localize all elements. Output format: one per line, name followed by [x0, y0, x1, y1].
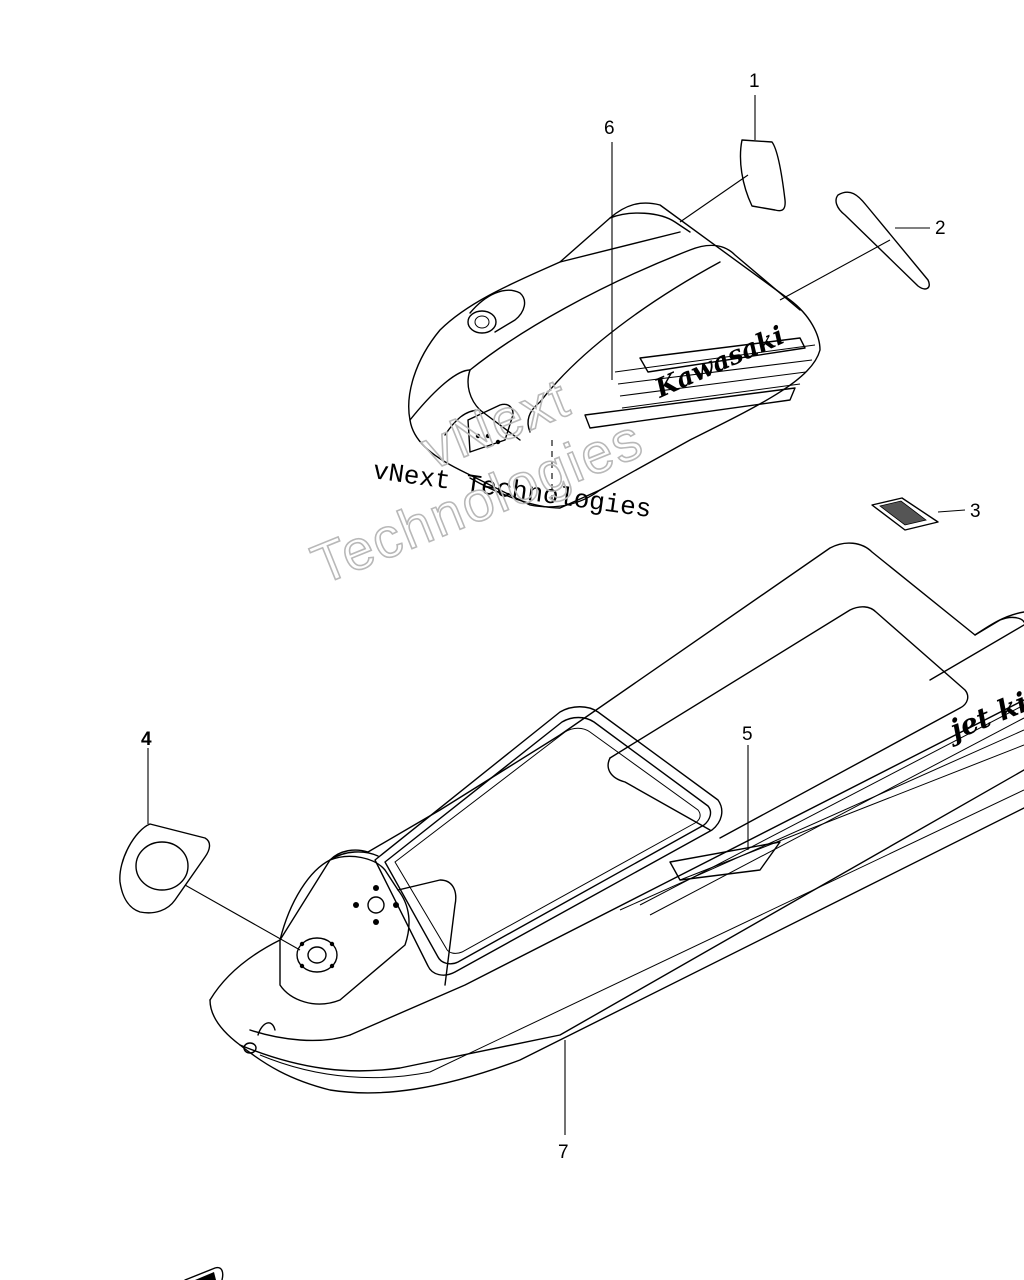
decal-1 — [739, 139, 786, 212]
callout-7: 7 — [558, 1142, 569, 1163]
decal-3 — [871, 497, 939, 531]
callout-1: 1 — [749, 71, 760, 92]
callout-numbers: 1 2 3 4 5 6 7 — [141, 71, 981, 1163]
hull: jet ki — [209, 542, 1024, 1094]
decal-2 — [835, 191, 930, 290]
callout-6: 6 — [604, 118, 615, 139]
hood-brand-text: Kawasaki — [650, 321, 789, 405]
leader-lines — [147, 95, 966, 1135]
callout-2: 2 — [935, 218, 946, 239]
decal-4 — [119, 823, 211, 914]
callout-4: 4 — [141, 729, 152, 750]
watermark: vNext Technologies vNext Technologies — [302, 365, 653, 597]
callout-5: 5 — [742, 724, 753, 745]
callout-3: 3 — [970, 501, 981, 522]
hull-brand-text: jet ki — [941, 686, 1024, 749]
partial-part-edge — [184, 1266, 224, 1280]
